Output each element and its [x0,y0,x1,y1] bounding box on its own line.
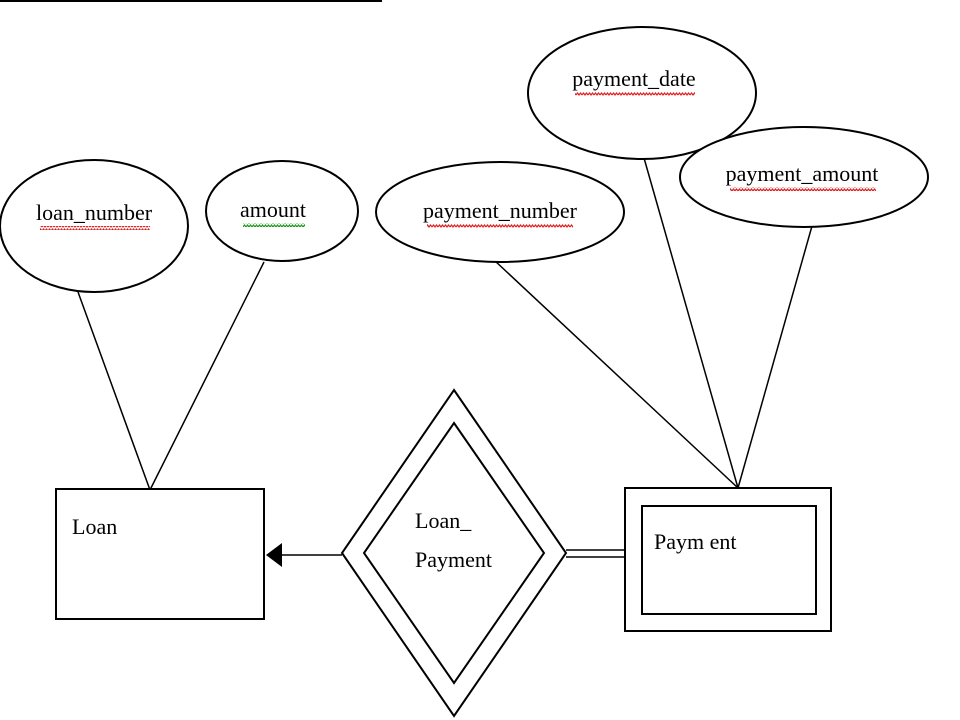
spell-error-underline [730,187,876,191]
entity-loan: Loan [55,488,265,620]
attribute-loan-number-label: loan_number [36,200,153,225]
spell-error-underline [427,224,573,228]
relationship-loan-payment: Loan_ Payment [340,388,568,718]
grammar-error-underline [243,223,305,227]
attribute-payment-number: payment_number [375,161,625,263]
entity-payment-label: Paym ent [654,529,737,554]
attribute-loan-number: loan_number [0,159,189,293]
attribute-payment-date: payment_date [527,26,757,160]
connector-payment-amount-to-payment [737,225,813,489]
connector-amount-to-loan [149,261,265,491]
entity-loan-label: Loan [72,514,117,539]
attribute-payment-number-label: payment_number [423,198,578,223]
relationship-label-line1: Loan_ [415,508,472,533]
attribute-amount: amount [205,160,359,262]
arrowhead-icon [266,543,282,567]
entity-payment: Paym ent [624,487,832,632]
attribute-payment-amount-label: payment_amount [726,161,879,186]
connector-payment-number-to-payment [493,259,739,489]
relationship-label-line2: Payment [415,547,492,572]
attribute-amount-label: amount [240,197,306,222]
attribute-payment-amount: payment_amount [679,126,929,228]
attribute-payment-date-label: payment_date [572,66,695,91]
spell-error-underline [575,92,695,96]
connector-loan-number-to-loan [77,291,151,491]
connector-payment-date-to-payment [643,157,739,489]
spell-error-underline [40,226,150,230]
